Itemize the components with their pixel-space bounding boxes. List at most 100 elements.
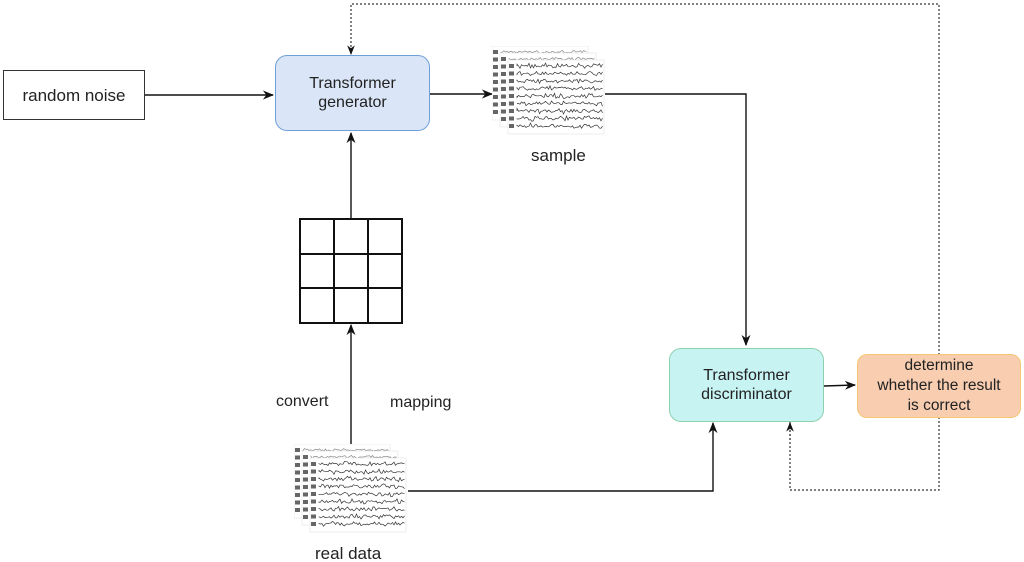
arrow-realdata-to-discriminator	[408, 421, 718, 492]
channel-marker	[509, 109, 514, 113]
channel-marker	[311, 514, 316, 519]
feedback-loop-dotted	[347, 3, 940, 491]
arrow-sample-to-discriminator	[605, 93, 751, 347]
matrix-cell	[300, 288, 334, 323]
channel-marker	[311, 484, 316, 489]
determine-label-line2: whether the result	[877, 377, 1001, 394]
arrow-discriminator-to-determine	[823, 380, 857, 390]
matrix-cell	[368, 219, 402, 254]
matrix-cell	[368, 253, 402, 289]
channel-marker	[303, 492, 308, 497]
channel-marker	[493, 80, 498, 84]
signal-trace	[516, 62, 603, 70]
channel-marker	[303, 470, 308, 474]
channel-marker	[303, 485, 308, 489]
signal-trace	[318, 475, 405, 483]
channel-marker	[509, 79, 514, 83]
determine-label-line1: determine	[904, 357, 974, 374]
signal-trace	[516, 84, 603, 92]
signal-trace	[516, 92, 603, 99]
channel-marker	[501, 94, 506, 99]
channel-marker	[493, 87, 498, 92]
signal-trace	[500, 50, 587, 55]
matrix-cell	[334, 288, 368, 323]
signal-trace	[318, 468, 405, 476]
channel-marker	[509, 116, 514, 121]
channel-marker	[501, 102, 506, 106]
channel-marker	[493, 57, 498, 62]
channel-marker	[501, 87, 506, 91]
transformer-generator-box: Transformer generator	[275, 55, 430, 131]
signal-trace	[517, 100, 603, 107]
signal-trace	[516, 107, 603, 115]
signal-sheet	[507, 59, 605, 135]
channel-marker	[493, 110, 498, 114]
generator-label-line1: Transformer	[309, 75, 396, 92]
channel-marker	[509, 64, 514, 68]
channel-marker	[501, 109, 506, 114]
real-data-signal-image	[294, 444, 407, 533]
signal-trace	[516, 115, 603, 122]
transformer-discriminator-box: Transformer discriminator	[669, 348, 824, 422]
channel-marker	[311, 469, 316, 474]
signal-trace	[318, 505, 405, 512]
matrix-cell	[334, 253, 368, 289]
mapping-matrix-grid	[299, 218, 403, 324]
channel-marker	[303, 515, 308, 519]
discriminator-label-line1: Transformer	[703, 367, 790, 384]
channel-marker	[493, 102, 498, 107]
channel-marker	[509, 86, 514, 91]
sample-label: sample	[531, 146, 586, 165]
signal-trace	[508, 57, 595, 62]
channel-marker	[303, 500, 308, 504]
channel-marker	[295, 493, 300, 497]
channel-marker	[295, 500, 300, 505]
channel-marker	[501, 57, 506, 61]
channel-marker	[493, 50, 498, 54]
discriminator-label-line2: discriminator	[701, 386, 792, 403]
real-data-label: real data	[315, 544, 382, 562]
channel-marker	[509, 71, 514, 76]
generator-label-line2: generator	[318, 94, 387, 111]
channel-marker	[501, 79, 506, 84]
signal-trace	[318, 491, 405, 498]
channel-marker	[303, 477, 308, 482]
convert-label: convert	[276, 393, 329, 410]
channel-marker	[501, 72, 506, 76]
channel-marker	[303, 507, 308, 512]
signal-trace	[318, 513, 405, 520]
signal-trace	[318, 461, 405, 467]
channel-marker	[311, 499, 316, 504]
random-noise-box: random noise	[3, 70, 145, 120]
channel-marker	[509, 94, 514, 98]
channel-marker	[501, 64, 506, 69]
channel-marker	[311, 492, 316, 496]
signal-trace	[302, 448, 389, 452]
channel-marker	[295, 478, 300, 482]
signal-trace	[516, 122, 603, 129]
channel-marker	[493, 95, 498, 99]
channel-marker	[295, 455, 300, 460]
channel-marker	[311, 522, 316, 526]
matrix-cell	[300, 219, 334, 254]
channel-marker	[311, 477, 316, 481]
signal-trace	[318, 520, 405, 527]
determine-result-box: determine whether the result is correct	[857, 354, 1021, 418]
mapping-label: mapping	[390, 394, 452, 411]
channel-marker	[295, 448, 300, 452]
channel-marker	[295, 485, 300, 490]
sample-signal-image	[492, 46, 605, 135]
signal-trace	[516, 70, 603, 76]
channel-marker	[295, 463, 300, 467]
matrix-cell	[334, 219, 368, 254]
channel-marker	[493, 72, 498, 77]
channel-marker	[303, 462, 308, 467]
channel-marker	[295, 508, 300, 512]
channel-marker	[311, 462, 316, 466]
determine-label-line3: is correct	[907, 397, 971, 414]
random-noise-label: random noise	[22, 85, 126, 105]
signal-trace	[516, 78, 603, 85]
matrix-cell	[368, 288, 402, 323]
